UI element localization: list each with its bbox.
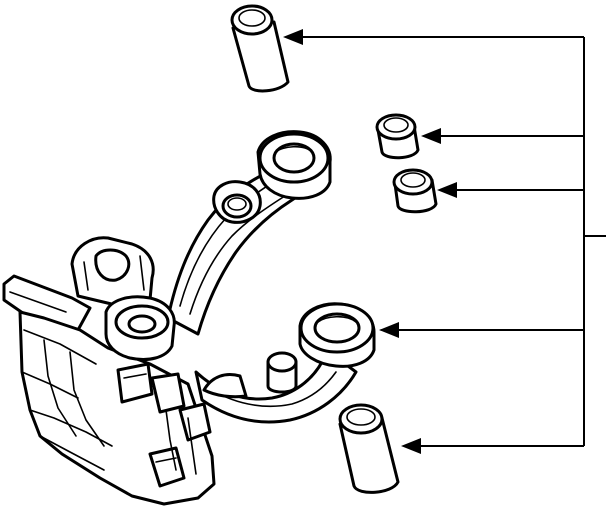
knuckle-body [2,236,216,506]
arm-stud [266,351,298,394]
callout-arrow-1 [283,29,584,45]
callout-arrow-5 [401,438,584,454]
bushing-long-upper [230,4,290,93]
bushing-short-2 [392,168,438,214]
upper-eye [256,130,332,200]
bushing-short-1 [375,113,420,160]
lower-arm [194,358,358,424]
callout-arrow-4 [379,322,584,338]
lower-eye [298,302,376,368]
bushing-long-lower [338,403,400,494]
callout-arrow-2 [421,128,584,144]
callout-bracket [583,37,606,446]
callout-arrow-3 [437,182,584,198]
steering-knuckle [2,130,376,506]
